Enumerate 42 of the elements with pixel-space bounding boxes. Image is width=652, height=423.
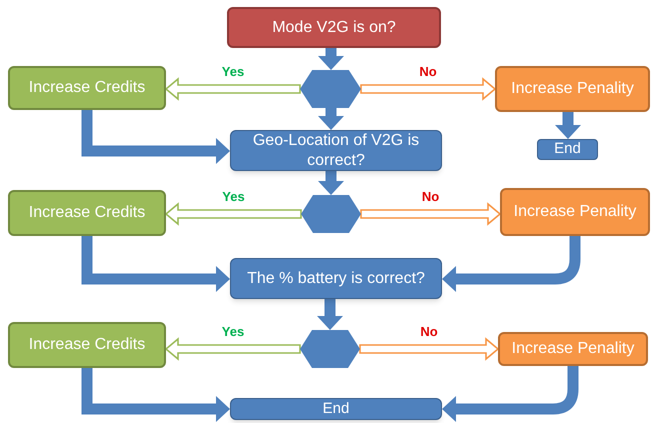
terminal-box — [537, 139, 598, 160]
node-text: The % battery is correct? — [246, 268, 426, 288]
hollow-arrow — [360, 202, 502, 226]
process-box — [8, 190, 166, 236]
edge-label: Yes — [222, 325, 244, 338]
node-text: End — [553, 140, 582, 159]
decision-hexagon — [300, 70, 361, 108]
hollow-arrow — [164, 337, 301, 361]
block-arrow — [317, 299, 343, 330]
decision-box — [230, 130, 442, 171]
hollow-arrow — [164, 77, 301, 101]
process-box — [8, 322, 166, 368]
edge-label: No — [422, 190, 440, 203]
block-arrow — [555, 112, 581, 139]
decision-box — [230, 398, 442, 420]
node-text: End — [322, 400, 350, 418]
hollow-arrow — [164, 202, 302, 226]
node-text: Mode V2G is on? — [271, 18, 397, 38]
node-text: Increase Credits — [28, 335, 146, 355]
decision-box — [227, 7, 441, 48]
hollow-arrow — [360, 77, 496, 101]
decision-hexagon — [301, 195, 361, 233]
process-box — [498, 332, 648, 366]
edge-label: Yes — [222, 65, 244, 78]
node-text: Increase Credits — [28, 78, 146, 98]
process-box — [495, 66, 650, 112]
block-arrow — [318, 171, 344, 195]
process-box — [8, 66, 166, 110]
node-text: Geo-Location of V2G is correct? — [252, 130, 420, 170]
decision-box — [230, 258, 442, 299]
hollow-arrow — [359, 337, 500, 361]
node-text: Increase Penality — [512, 202, 638, 222]
node-text: Increase Credits — [28, 203, 146, 223]
decision-hexagon — [300, 330, 360, 368]
process-box — [500, 188, 650, 236]
node-text: Increase Penality — [510, 339, 636, 359]
block-arrow — [318, 108, 344, 130]
block-arrow — [318, 48, 344, 70]
node-text: Increase Penality — [510, 79, 635, 99]
edge-label: Yes — [222, 190, 245, 203]
edge-label: No — [420, 325, 438, 338]
edge-label: No — [419, 65, 437, 78]
